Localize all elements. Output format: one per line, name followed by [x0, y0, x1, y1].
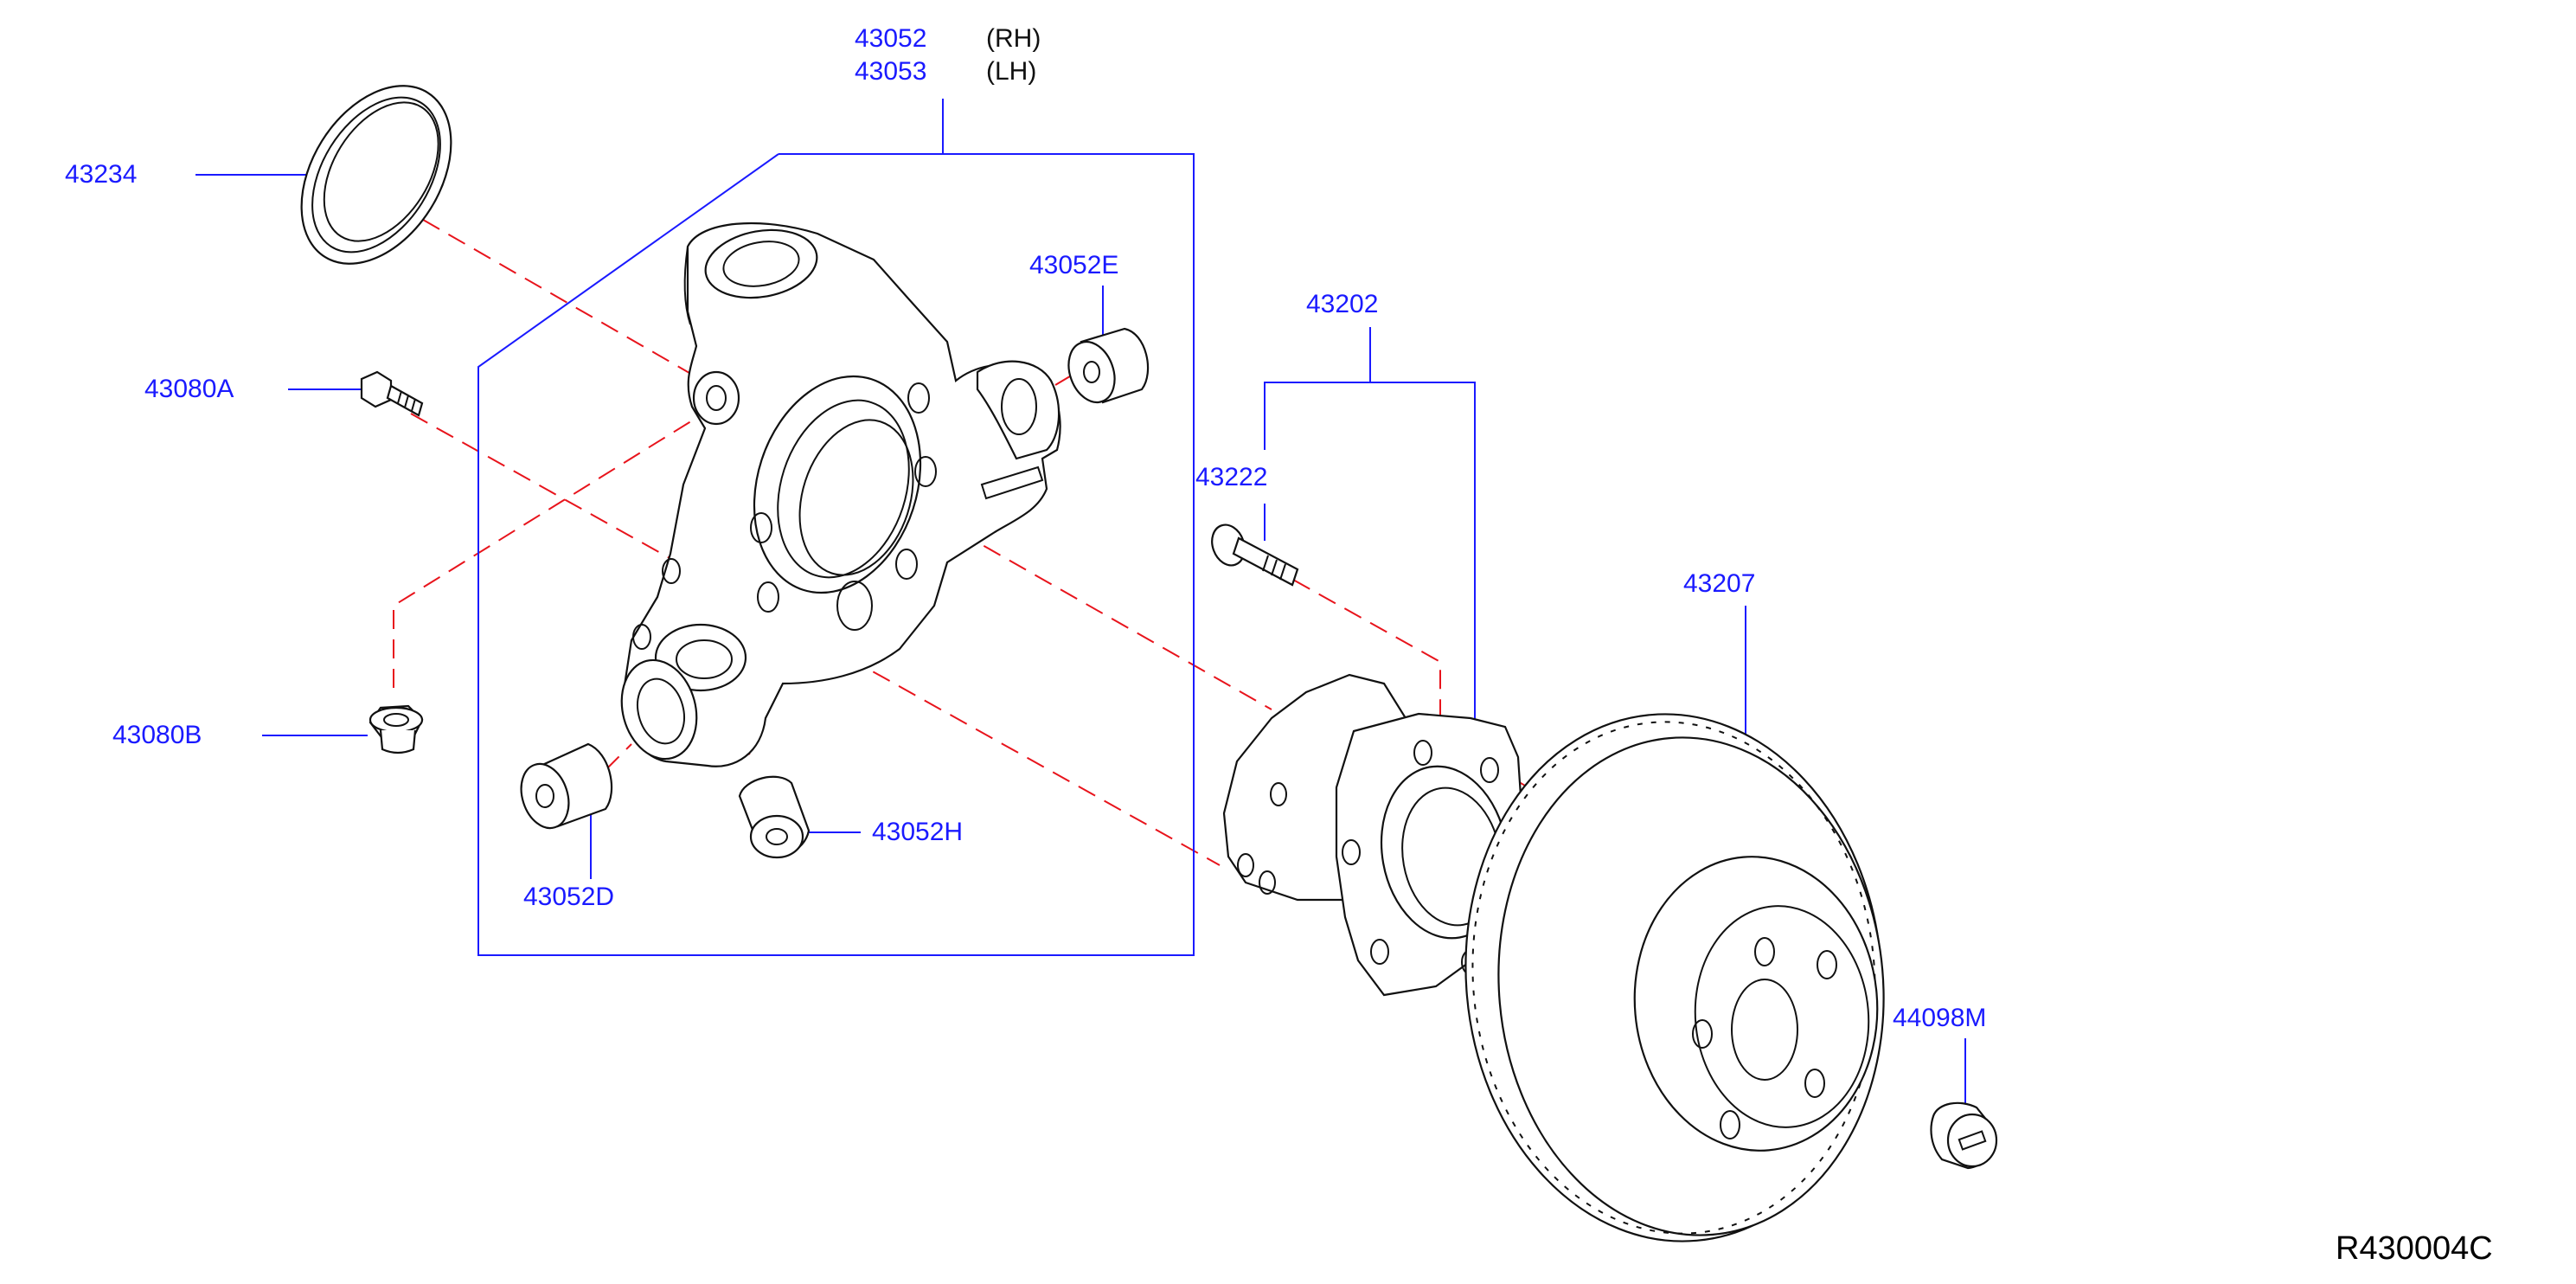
knuckle-hub-bore-outer	[753, 375, 922, 594]
bolt-a-thread-1	[397, 390, 402, 404]
bushing-e-part	[1067, 327, 1150, 404]
hub-group-bracket	[1264, 382, 1476, 729]
bolt-a-thread-3	[411, 398, 416, 412]
callout-43053[interactable]: 43053	[855, 57, 927, 86]
callout-43202[interactable]: 43202	[1306, 290, 1379, 318]
bushing-e-hole	[1083, 361, 1100, 383]
nut-b-top	[368, 706, 424, 734]
knuckle-mount-hole-1	[907, 382, 930, 414]
bushing-d-face	[520, 762, 570, 830]
knuckle-side-slot	[980, 465, 1044, 500]
hub-stud-hole-3	[1342, 839, 1361, 865]
rotor-hat-outer	[1633, 856, 1879, 1152]
center-line-bushing-d	[605, 743, 632, 771]
hub-stud-hole-4	[1370, 939, 1389, 965]
knuckle-hub-bore-lip	[798, 419, 914, 576]
hub-cap-part	[1930, 1101, 1998, 1170]
callout-43052h[interactable]: 43052H	[872, 818, 964, 846]
knuckle-mount-hole-5	[757, 581, 779, 613]
callout-43207[interactable]: 43207	[1683, 569, 1756, 598]
rotor-stud-hole-2	[1817, 950, 1837, 979]
hub-bolt-thread-2	[1271, 559, 1278, 576]
hub-bolt-thread-3	[1279, 563, 1286, 581]
callout-43052d[interactable]: 43052D	[523, 883, 615, 911]
bushing-h-face	[749, 814, 804, 859]
knuckle-top-bore	[722, 241, 800, 287]
center-line-hub	[830, 458, 1272, 710]
callout-43080a[interactable]: 43080A	[144, 375, 234, 403]
hub-rear-bolt-hole-1	[1270, 782, 1287, 806]
knuckle-foot-bore	[637, 677, 685, 745]
bolt-a-thread-2	[404, 395, 409, 408]
knuckle-small-hole-2	[662, 558, 681, 584]
callout-43234[interactable]: 43234	[65, 160, 138, 189]
knuckle-lower-bore	[676, 639, 733, 679]
center-line-dust-cover	[371, 189, 719, 390]
nut-b-hole	[383, 713, 409, 727]
knuckle-bolt-boss	[692, 370, 740, 426]
rotor-center-bore	[1731, 979, 1798, 1081]
bolt-a-part	[360, 370, 424, 417]
nut-b-part	[368, 704, 424, 754]
callout-43080b[interactable]: 43080B	[112, 721, 202, 749]
diagram-reference-id: R430004C	[2336, 1230, 2493, 1267]
rotor-stud-hole-1	[1754, 937, 1775, 966]
knuckle-hub-bore-inner	[777, 399, 910, 579]
bushing-d-hole	[535, 784, 554, 808]
rotor-stud-hole-5	[1720, 1110, 1740, 1140]
knuckle-mount-hole-4	[750, 512, 772, 543]
knuckle-group-box	[477, 153, 1195, 956]
rotor-stud-hole-4	[1804, 1069, 1825, 1098]
rotor-vent-ring	[1471, 721, 1876, 1235]
knuckle-upper-arm	[683, 246, 691, 325]
knuckle-mount-hole-3	[895, 549, 918, 580]
knuckle-part	[620, 221, 1061, 767]
bushing-e-face	[1067, 341, 1116, 403]
knuckle-mount-hole-2	[914, 456, 937, 487]
knuckle-top-boss	[704, 228, 818, 299]
bushing-h-hole	[766, 828, 788, 845]
hub-cap-face	[1946, 1113, 1998, 1168]
bolt-a-head	[360, 370, 393, 408]
dust-cover-inner	[311, 96, 441, 254]
callout-44098m[interactable]: 44098M	[1893, 1004, 1987, 1032]
callout-43222[interactable]: 43222	[1195, 463, 1268, 491]
knuckle-side-arm-bore	[1001, 378, 1037, 435]
rh-side-note: (RH)	[986, 24, 1041, 53]
bushing-d-part	[520, 742, 613, 830]
leader-lines	[195, 99, 1966, 1107]
dust-cover-rim	[300, 85, 452, 265]
dust-cover-center	[323, 101, 439, 242]
callout-43052e[interactable]: 43052E	[1029, 251, 1119, 279]
rotor-stud-hole-3	[1692, 1019, 1713, 1049]
knuckle-bolt-hole	[706, 385, 727, 411]
hub-rear-bolt-hole-3	[1259, 870, 1276, 895]
disc-rotor-part	[1464, 713, 1885, 1242]
hub-rear-bolt-hole-2	[1237, 853, 1254, 877]
nut-b-body	[379, 729, 417, 754]
hub-bolt-part	[1211, 523, 1299, 587]
hub-stud-hole-1	[1413, 740, 1432, 766]
hub-stud-hole-2	[1480, 757, 1499, 783]
knuckle-foot-boss	[620, 658, 698, 761]
callout-43052[interactable]: 43052	[855, 24, 927, 53]
bolt-a-shank	[386, 384, 424, 417]
hub-cap-slot	[1958, 1130, 1987, 1151]
knuckle-small-hole-1	[632, 624, 651, 650]
bushing-h-part	[738, 775, 811, 859]
knuckle-mount-hole-6	[836, 581, 873, 631]
knuckle-side-arm	[976, 360, 1061, 460]
center-line-bolt-a	[410, 413, 1221, 866]
lh-side-note: (LH)	[986, 57, 1037, 86]
hub-bolt-thread-1	[1262, 555, 1269, 572]
dust-cover-part	[300, 85, 452, 265]
